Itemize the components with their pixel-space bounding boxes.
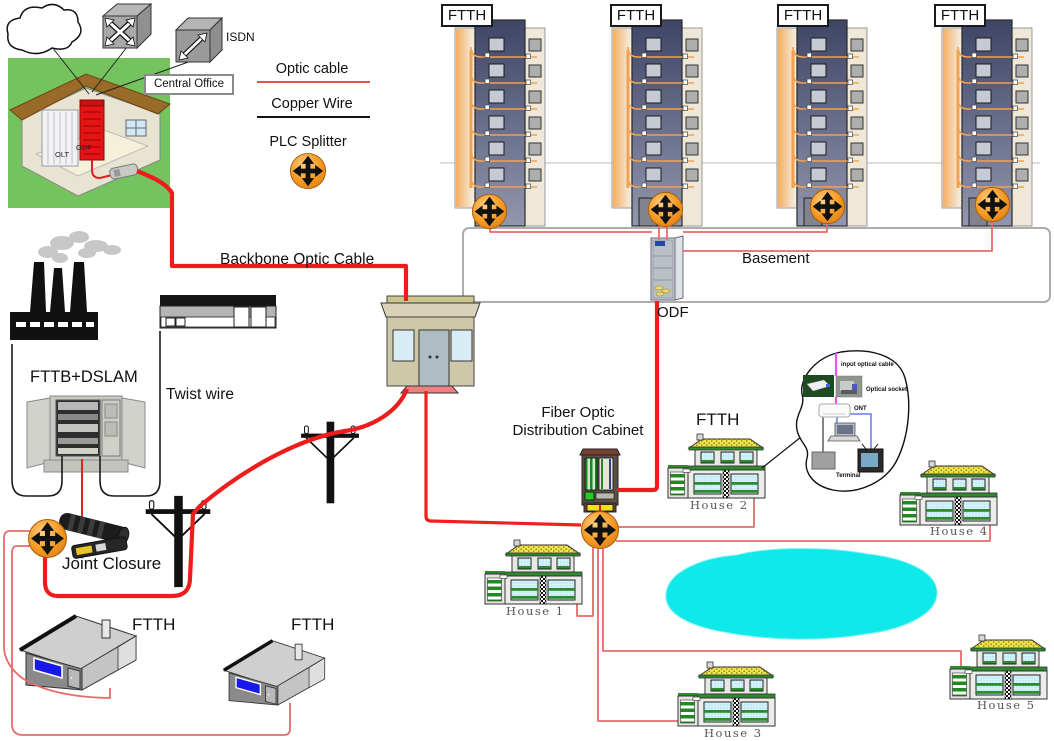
fttb-dslam-label: FTTB+DSLAM bbox=[30, 368, 138, 386]
ont-label: ONT bbox=[854, 406, 867, 412]
ftth-gray-house-2-label: FTTH bbox=[291, 615, 335, 634]
switch-icon bbox=[101, 2, 153, 50]
copper-cables bbox=[11, 331, 161, 497]
legend-copper-wire-label: Copper Wire bbox=[271, 96, 353, 112]
olt-cabinet bbox=[41, 109, 79, 167]
backbone-label: Backbone Optic Cable bbox=[220, 251, 375, 268]
laptop bbox=[827, 422, 861, 442]
ftth-house2-label: FTTH bbox=[696, 410, 740, 429]
house-4-label: House 4 bbox=[930, 524, 989, 538]
warehouse bbox=[159, 295, 277, 329]
gray-house-2 bbox=[222, 638, 327, 707]
tv-terminal bbox=[857, 443, 884, 473]
tower-3-ftth-label: FTTH bbox=[777, 4, 829, 27]
house-1-label: House 1 bbox=[506, 604, 565, 618]
plc-splitter-legend-icon bbox=[289, 152, 327, 190]
tower-1-ftth-label: FTTH bbox=[441, 4, 493, 27]
legend-optic-cable-label: Optic cable bbox=[275, 61, 349, 77]
house-5 bbox=[949, 634, 1048, 700]
ont-photo bbox=[803, 375, 834, 397]
basement-label: Basement bbox=[742, 250, 810, 267]
tower-4-ftth-label: FTTH bbox=[934, 4, 986, 27]
fodc-label-line2: Distribution Cabinet bbox=[512, 422, 644, 439]
legend-copper-wire-line bbox=[257, 116, 370, 118]
fttb-dslam-cabinet bbox=[26, 395, 146, 473]
isdn-icon bbox=[174, 16, 224, 64]
house-4 bbox=[899, 460, 998, 526]
house-3 bbox=[677, 661, 776, 727]
input-optical-cable-label: input optical cable bbox=[841, 362, 894, 368]
basement-outline bbox=[462, 227, 1051, 303]
fodc-label-line1: Fiber Optic bbox=[541, 404, 615, 421]
pc-terminal bbox=[811, 451, 836, 470]
apartment-tower-1 bbox=[453, 18, 547, 228]
tower-2-ftth-label: FTTH bbox=[610, 4, 662, 27]
factory bbox=[10, 231, 121, 340]
odf-co-label: ODF bbox=[76, 143, 92, 152]
joint-closure-label: Joint Closure bbox=[62, 554, 162, 573]
plc-splitter-tower-4 bbox=[974, 186, 1011, 223]
ont-router bbox=[818, 403, 851, 418]
plc-splitter-tower-2 bbox=[647, 191, 684, 228]
plc-splitter-tower-3 bbox=[809, 188, 846, 225]
house-2 bbox=[667, 433, 766, 499]
house-2-label: House 2 bbox=[690, 498, 749, 512]
central-office-scene bbox=[8, 58, 171, 208]
optic-cables bbox=[42, 169, 660, 599]
co-terminal-device bbox=[109, 163, 139, 180]
store-building bbox=[380, 295, 481, 394]
terminal-label: Terminal bbox=[836, 473, 861, 479]
olt-label: OLT bbox=[55, 150, 70, 159]
optical-socket-photo bbox=[835, 375, 863, 398]
house-1 bbox=[484, 539, 583, 605]
ftth-gray-house-1-label: FTTH bbox=[132, 615, 176, 634]
twist-wire-label: Twist wire bbox=[166, 386, 235, 403]
central-office-label: Central Office bbox=[144, 74, 234, 95]
optical-socket-label: Optical socket bbox=[866, 387, 908, 393]
legend-optic-cable-line bbox=[257, 81, 370, 83]
joint-closure-device bbox=[59, 513, 130, 559]
plc-splitter-tower-1 bbox=[471, 193, 508, 230]
legend-plc-splitter-label: PLC Splitter bbox=[269, 134, 347, 150]
odf-rack bbox=[650, 235, 684, 301]
plc-splitter-fodc bbox=[581, 511, 619, 549]
gray-house-1 bbox=[18, 614, 138, 692]
odf-label: ODF bbox=[657, 304, 689, 321]
house-5-label: House 5 bbox=[977, 698, 1036, 712]
odf-cabinet-co bbox=[79, 99, 105, 161]
plc-splitter-joint-closure bbox=[28, 519, 67, 558]
fiber-distribution-cabinet bbox=[579, 448, 621, 513]
pond bbox=[665, 548, 938, 640]
house-3-label: House 3 bbox=[704, 726, 763, 740]
isdn-label: ISDN bbox=[226, 30, 255, 44]
cloud-icon bbox=[6, 3, 82, 55]
home-detail-bubble bbox=[761, 350, 910, 492]
